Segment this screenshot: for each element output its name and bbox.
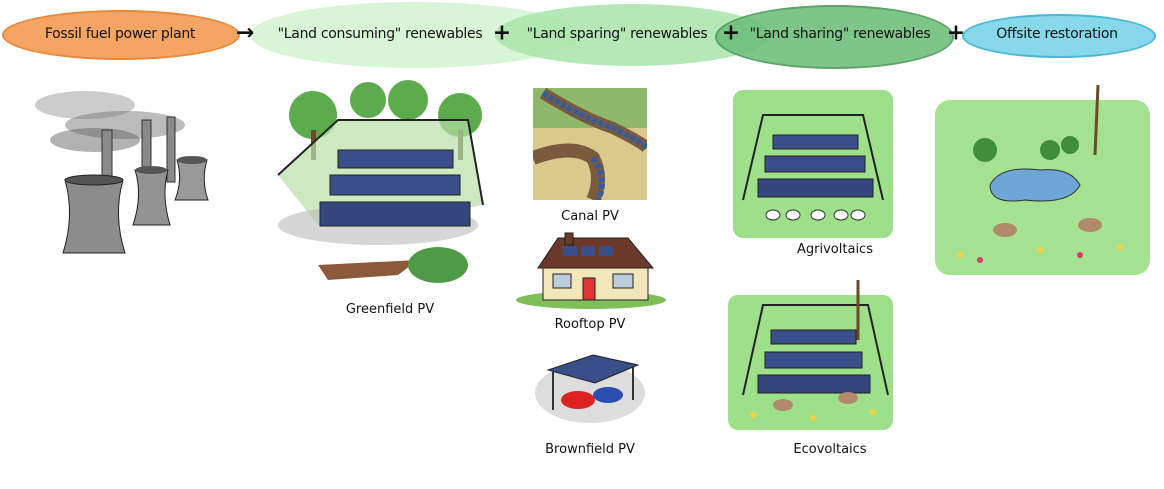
plus-icon: + bbox=[492, 20, 512, 46]
greenfield-pv-label: Greenfield PV bbox=[345, 302, 435, 317]
fossil-oval bbox=[2, 10, 240, 60]
sparing-label: "Land sparing" renewables bbox=[526, 26, 708, 42]
arrow-icon: → bbox=[235, 20, 255, 46]
offsite-label: Offsite restoration bbox=[996, 26, 1118, 42]
sharing-label: "Land sharing" renewables bbox=[749, 26, 931, 42]
agrivoltaics-label: Agrivoltaics bbox=[797, 242, 873, 257]
consuming-label: "Land consuming" renewables bbox=[277, 26, 483, 42]
fossil-label: Fossil fuel power plant bbox=[44, 26, 196, 42]
greenfield-pv-illustration bbox=[277, 80, 484, 283]
plus-icon: + bbox=[946, 20, 966, 46]
ecovoltaics-illustration bbox=[728, 280, 893, 430]
plus-icon: + bbox=[721, 20, 741, 46]
offsite-oval bbox=[962, 14, 1156, 58]
canal-pv-illustration bbox=[533, 88, 647, 200]
power-plant-illustration bbox=[35, 91, 209, 254]
rooftop-pv-label: Rooftop PV bbox=[554, 317, 626, 332]
rooftop-pv-illustration bbox=[516, 232, 666, 309]
sharing-oval bbox=[715, 5, 954, 69]
agrivoltaics-illustration bbox=[733, 90, 893, 238]
canal-pv-label: Canal PV bbox=[561, 209, 619, 224]
offsite-restoration-illustration bbox=[935, 84, 1150, 275]
brownfield-pv-illustration bbox=[535, 354, 645, 423]
ecovoltaics-label: Ecovoltaics bbox=[793, 442, 867, 457]
brownfield-pv-label: Brownfield PV bbox=[545, 442, 635, 457]
